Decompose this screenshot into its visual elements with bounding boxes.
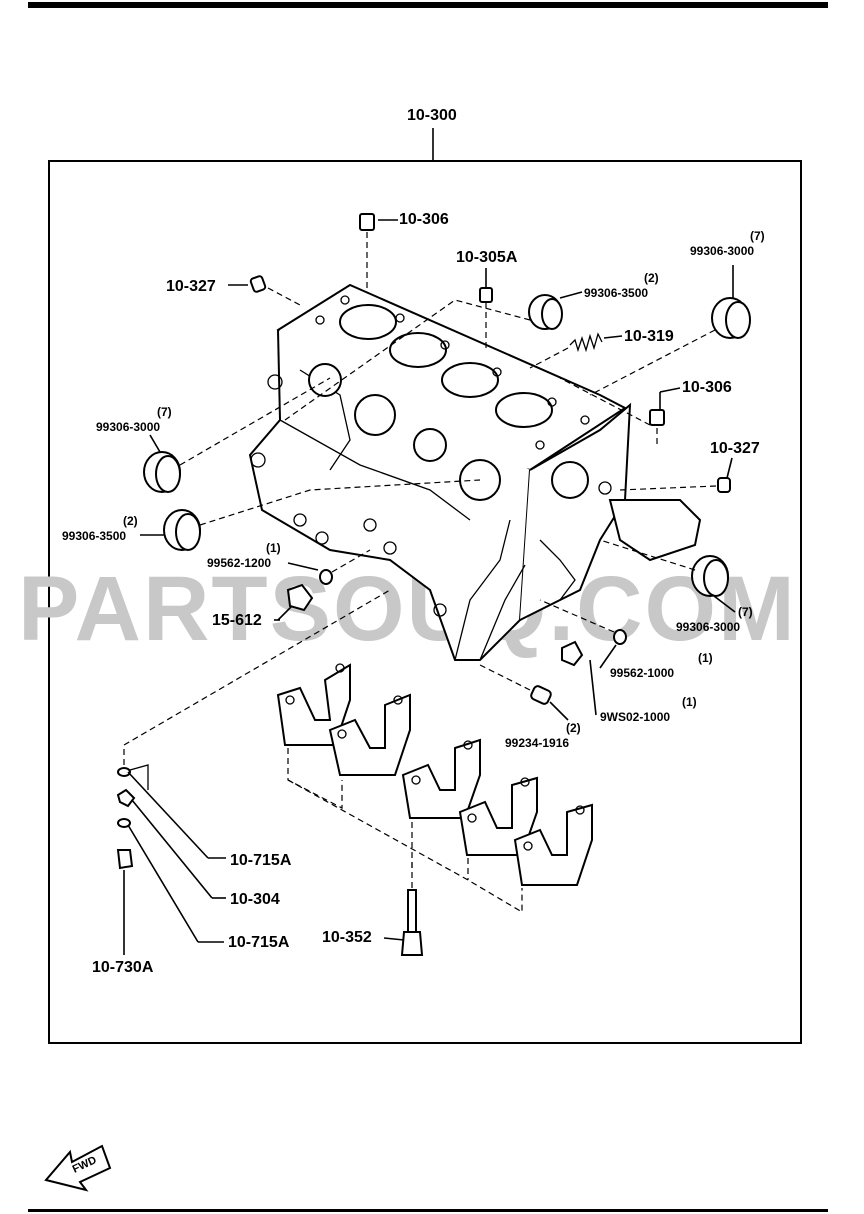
label-seal-left-qty: (2) [123, 514, 138, 528]
label-assembly: 10-300 [407, 107, 457, 124]
label-plug-15: 15-612 [212, 612, 262, 629]
label-plug2-num: 9WS02-1000 [600, 710, 670, 724]
label-cap-right-qty: (7) [738, 605, 753, 619]
spring [569, 332, 603, 353]
cylinder-block [248, 283, 702, 661]
label-bolt-jet: 10-730A [92, 959, 154, 976]
label-washer-a: 10-715A [230, 852, 292, 869]
label-cap-left-num: 99306-3000 [96, 420, 160, 434]
label-plug-left: 10-327 [166, 278, 216, 295]
label-pin-qty: (2) [566, 721, 581, 735]
label-cap-tr-num: 99306-3000 [690, 244, 754, 258]
label-seal-top-qty: (2) [644, 271, 659, 285]
watermark: PARTSOUQ.COM [18, 558, 797, 660]
label-washer-b: 10-715A [228, 934, 290, 951]
assembly-frame [48, 160, 802, 1044]
seal-top [528, 294, 563, 330]
label-nozzle: 10-304 [230, 891, 280, 908]
plug-top [359, 213, 375, 231]
label-cap-tr-qty: (7) [750, 229, 765, 243]
oil-jet-stack [116, 764, 149, 870]
label-seal-top-num: 99306-3500 [584, 286, 648, 300]
label-oring-num: 99562-1200 [207, 556, 271, 570]
label-oring2-num: 99562-1000 [610, 666, 674, 680]
fwd-arrow-icon [44, 1144, 112, 1192]
label-pin-num: 99234-1916 [505, 736, 569, 750]
bottom-border-bar [28, 1209, 828, 1212]
label-plug2-qty: (1) [682, 695, 697, 709]
label-seal-left-num: 99306-3500 [62, 529, 126, 543]
main-bolt [400, 889, 424, 956]
label-plug-top: 10-306 [399, 211, 449, 228]
label-spring: 10-319 [624, 328, 674, 345]
label-bolt-main: 10-352 [322, 929, 372, 946]
top-border-bar [28, 2, 828, 8]
label-oring-qty: (1) [266, 541, 281, 555]
label-cap-right-num: 99306-3000 [676, 620, 740, 634]
label-plug-right2: 10-327 [710, 440, 760, 457]
cap-left [143, 451, 181, 493]
label-jet-top: 10-305A [456, 249, 518, 266]
label-oring2-qty: (1) [698, 651, 713, 665]
main-bearing-caps [276, 663, 593, 886]
label-plug-right: 10-306 [682, 379, 732, 396]
label-cap-left-qty: (7) [157, 405, 172, 419]
